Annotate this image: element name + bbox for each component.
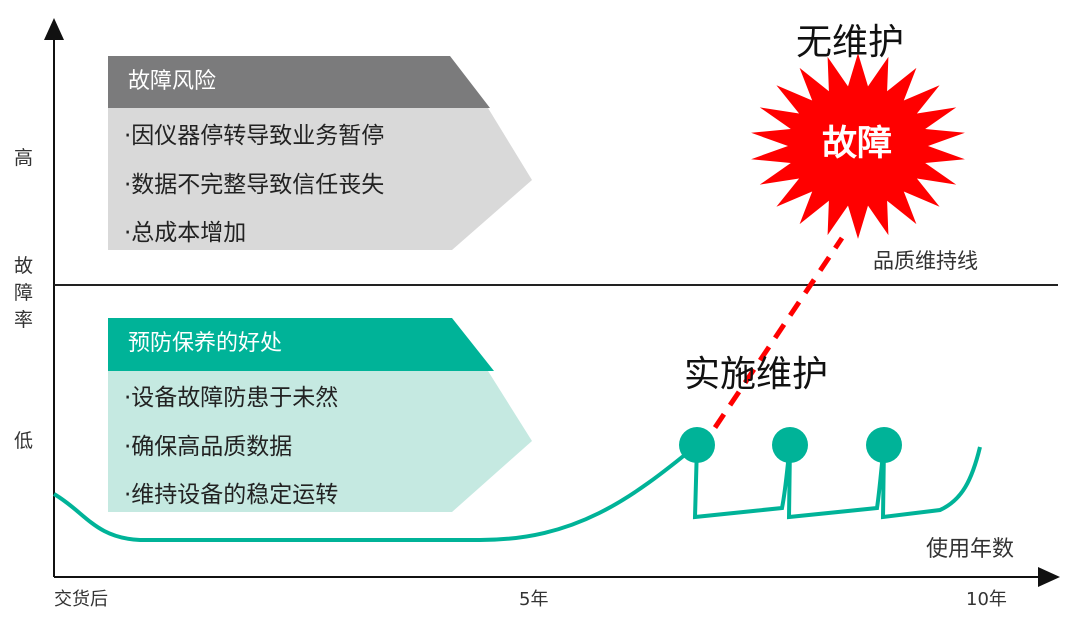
benefit-box-header <box>108 318 494 371</box>
benefit-item: ·维持设备的稳定运转 <box>124 482 339 508</box>
x-tick-label: 5年 <box>519 589 549 610</box>
y-axis-title-char: 障 <box>14 282 34 304</box>
x-tick-label: 10年 <box>966 589 1007 610</box>
quality-line-label: 品质维持线 <box>873 249 978 273</box>
x-axis-title: 使用年数 <box>926 537 1015 562</box>
maintenance-point <box>866 427 902 463</box>
y-axis-arrow <box>44 18 64 40</box>
maintenance-point <box>772 427 808 463</box>
y-axis-high-label: 高 <box>14 147 34 169</box>
benefit-item: ·设备故障防患于未然 <box>124 385 339 411</box>
y-axis-low-label: 低 <box>14 430 34 452</box>
risk-box-header <box>108 56 490 108</box>
failure-starburst <box>751 53 965 239</box>
maintenance-curve <box>52 440 982 542</box>
risk-item: ·因仪器停转导致业务暂停 <box>124 123 385 149</box>
risk-box-title: 故障风险 <box>128 69 217 94</box>
maintenance-label: 实施维护 <box>684 354 829 395</box>
benefit-box-title: 预防保养的好处 <box>128 331 283 356</box>
x-axis-arrow <box>1038 567 1060 587</box>
failure-dashed-path <box>697 236 845 452</box>
benefit-item: ·确保高品质数据 <box>124 434 293 460</box>
benefit-box-body <box>108 371 532 512</box>
y-axis-title-char: 故 <box>14 255 34 277</box>
risk-box-body <box>108 108 532 250</box>
maintenance-point <box>679 427 715 463</box>
risk-item: ·总成本增加 <box>124 220 247 246</box>
y-axis-title-char: 率 <box>14 309 34 331</box>
risk-item: ·数据不完整导致信任丧失 <box>124 172 385 198</box>
x-tick-label: 交货后 <box>54 589 108 610</box>
no-maintenance-label: 无维护 <box>796 22 905 63</box>
failure-label: 故障 <box>822 124 893 164</box>
